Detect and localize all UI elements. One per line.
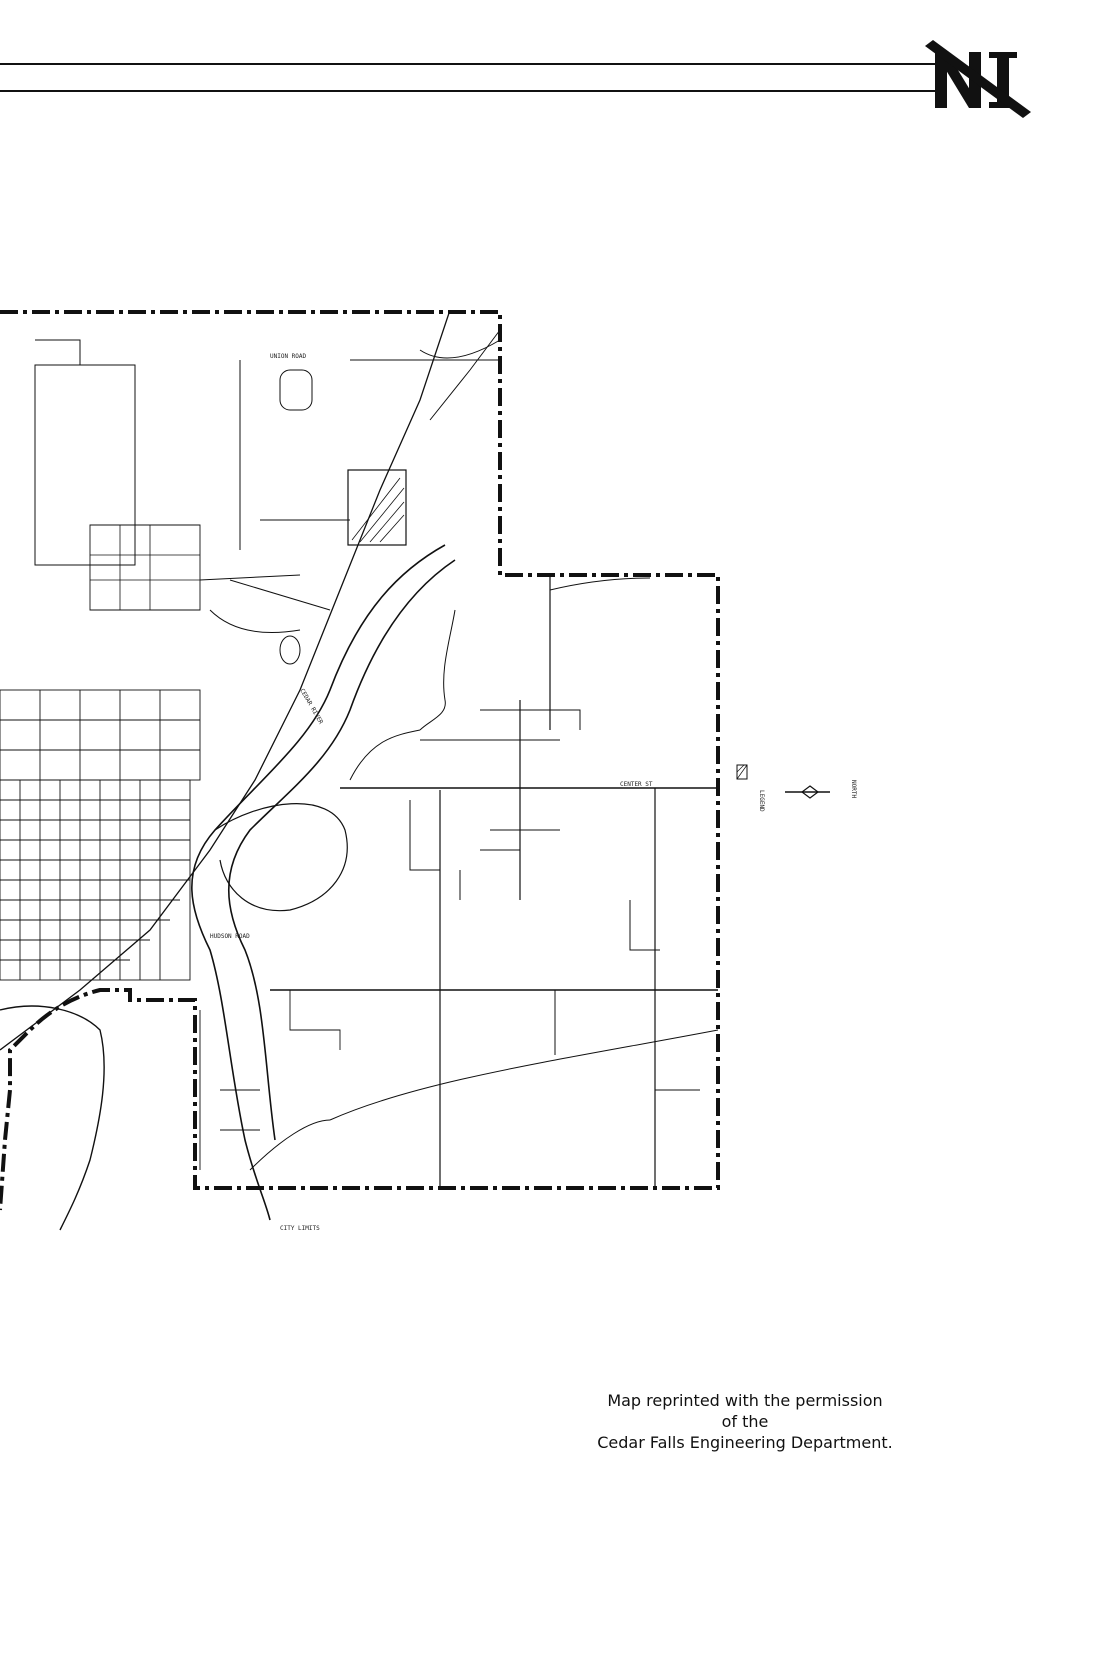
ni-logo [925, 40, 1031, 118]
street-grid-west [0, 779, 191, 981]
hatched-area [347, 469, 407, 546]
city-limits-boundary [0, 310, 720, 1211]
river-label: CEDAR RIVER [298, 688, 324, 726]
river-lower-west [0, 1005, 105, 1231]
union-road-label: UNION ROAD [270, 353, 307, 360]
river-oxbow [214, 803, 348, 912]
header-rule-bottom [0, 90, 935, 92]
center-street-label: CENTER ST [620, 781, 653, 788]
hudson-road-label: HUDSON ROAD [210, 933, 250, 940]
large-parcel [34, 364, 136, 566]
credit-line-3: Cedar Falls Engineering Department. [597, 1433, 893, 1452]
credit-line-1: Map reprinted with the permission [607, 1391, 883, 1410]
map-legend: LEGEND [736, 764, 765, 812]
river-bank-west [191, 544, 446, 1221]
river-bank-east [227, 559, 456, 1141]
city-limits-label-bottom: CITY LIMITS [280, 1225, 320, 1232]
legend-label: LEGEND [758, 790, 765, 812]
credit-line-2: of the [721, 1412, 769, 1431]
north-label: NORTH [850, 780, 857, 798]
north-arrow: NORTH [785, 780, 857, 799]
railroad-branch [429, 329, 501, 421]
city-map: CITY LIMITS CITY LIMITS CEDAR RIVER CENT… [0, 310, 857, 1232]
rail-east [329, 1029, 719, 1121]
map-credit: Map reprinted with the permission of the… [585, 1390, 905, 1453]
header-rule-top [0, 63, 935, 65]
